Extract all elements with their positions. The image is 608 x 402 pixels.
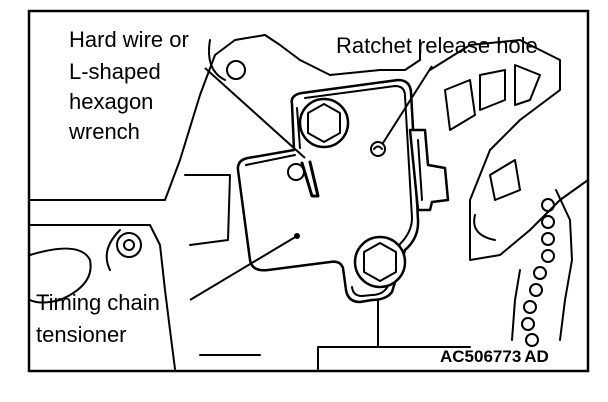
tensioner-leader-dot xyxy=(294,233,300,239)
timing-chain-tensioner xyxy=(236,78,450,304)
diagram-frame xyxy=(27,9,590,373)
hard-wire-label-line: Hard wire or xyxy=(69,27,189,52)
cam-sprocket xyxy=(429,39,589,261)
casing-hole xyxy=(226,60,246,80)
hard-wire-label-line: L-shaped xyxy=(69,59,161,84)
tensioner-label: Timing chain tensioner xyxy=(36,290,166,347)
timing-chain xyxy=(511,189,573,347)
tensioner-label-line: Timing chain xyxy=(36,290,160,315)
engine-casing xyxy=(29,34,471,370)
ratchet-label: Ratchet release hole xyxy=(336,33,538,58)
tensioner-label-line: tensioner xyxy=(36,322,127,347)
ratchet-leader xyxy=(382,65,433,144)
hard-wire-leader xyxy=(204,67,306,159)
hard-wire-label: Hard wire or L-shaped hexagon wrench xyxy=(68,27,195,144)
hard-wire-label-line: hexagon xyxy=(69,89,153,114)
hard-wire xyxy=(300,160,320,198)
figure-code-number: AC506773 xyxy=(440,347,521,366)
figure-code-suffix: AD xyxy=(524,347,549,366)
casing-hole xyxy=(116,232,142,258)
hard-wire-label-line: wrench xyxy=(68,119,140,144)
tensioner-leader xyxy=(189,235,298,301)
casing-hole xyxy=(123,239,135,251)
